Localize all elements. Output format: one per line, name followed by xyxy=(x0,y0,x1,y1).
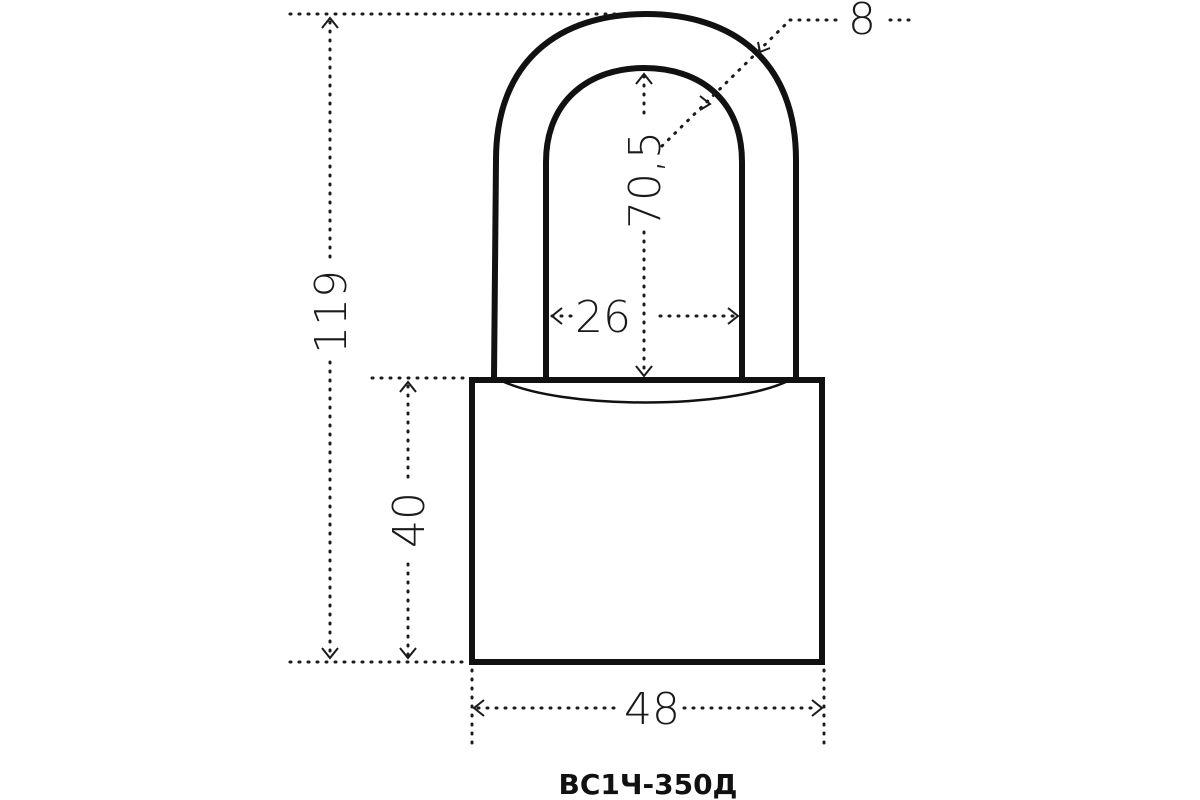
total-height-label: 119 xyxy=(306,270,357,354)
shackle-outer-outline xyxy=(491,10,799,379)
model-caption: ВС1Ч-350Д xyxy=(558,768,737,800)
lock-body-top-curve xyxy=(499,378,791,404)
lock-body xyxy=(469,377,825,665)
dimension-shackle-thickness: 8 xyxy=(660,0,912,148)
body-width-label: 48 xyxy=(624,684,680,735)
dimension-body-height: 40 xyxy=(370,376,468,660)
shackle-thickness-label: 8 xyxy=(848,0,876,45)
shackle-inner-width-label: 26 xyxy=(575,292,631,343)
dimension-body-width: 48 xyxy=(470,668,826,747)
dimension-shackle-inner-width: 26 xyxy=(550,292,740,343)
shackle-inner-outline xyxy=(543,64,745,378)
body-height-label: 40 xyxy=(384,492,435,548)
dimension-total-height: 119 xyxy=(288,12,622,664)
